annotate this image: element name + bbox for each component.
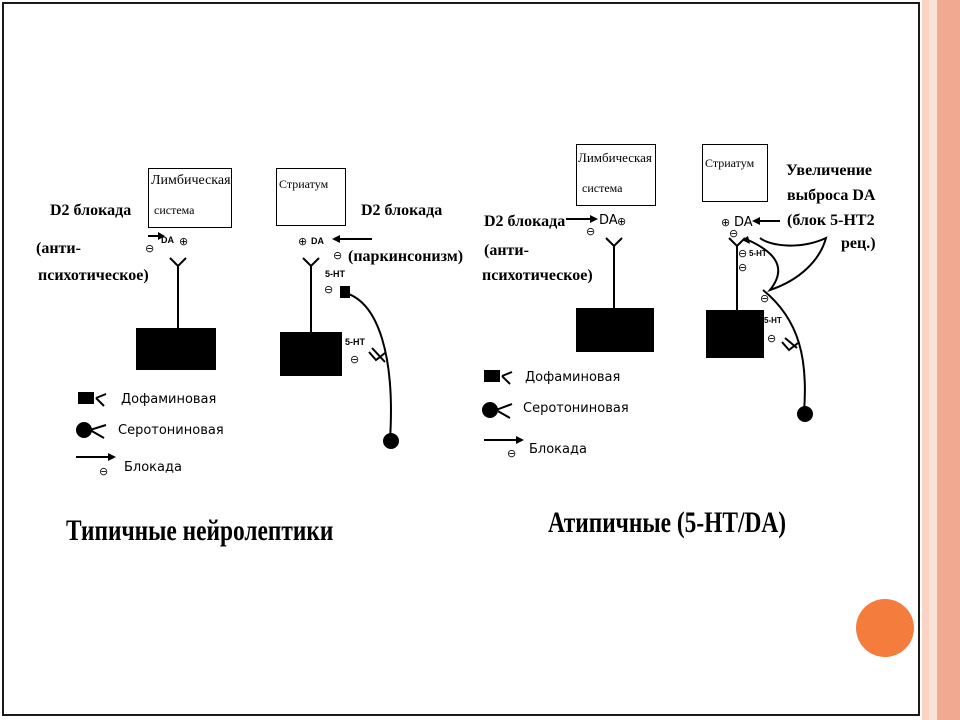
right-d2-inhibit-symbol: ⊖: [586, 225, 596, 238]
left-5ht-bottom-inhibit: ⊖: [350, 353, 360, 366]
right-limbic-box: [576, 144, 656, 206]
right-limbic-label-1: Лимбическая: [578, 150, 652, 165]
left-limbic-label-1: Лимбическая: [151, 173, 231, 188]
right-striatum-box: [702, 144, 768, 202]
left-legend-serotonin-receptor: [89, 424, 107, 439]
right-striatum-da-label: DA: [734, 215, 753, 230]
left-excite-symbol: ⊕: [179, 235, 189, 248]
right-antipsychotic-line-2: психотическое): [482, 267, 593, 284]
right-striatum-neuron-body: [706, 310, 764, 358]
left-5ht-terminal: [341, 291, 392, 441]
left-legend-inhibit-symbol: ⊖: [99, 465, 109, 478]
left-striatum-da-label: DA: [311, 236, 324, 246]
right-increase-line-3: (блок 5-НТ2: [787, 212, 875, 229]
left-striatum-neuron-body: [280, 332, 342, 376]
left-limbic-neuron-body: [136, 328, 216, 370]
right-5ht-receptor: [781, 341, 799, 352]
right-increase-line-2: выброса DA: [787, 187, 876, 204]
left-antipsychotic-line-2: психотическое): [38, 267, 149, 284]
right-limbic-receptor: [605, 237, 623, 248]
right-legend-arrowhead: [516, 436, 524, 444]
right-striatum-inhibit-symbol: ⊖: [729, 227, 739, 240]
left-striatum-box: [276, 168, 346, 226]
right-d2-blockade-label: D2 блокада: [484, 213, 566, 230]
left-5ht-soma: [383, 433, 399, 449]
right-legend-serotonin-receptor: [495, 403, 513, 419]
left-parkinsonism-label: (паркинсонизм): [348, 248, 464, 265]
right-striatum-label: Стриатум: [705, 156, 755, 170]
left-striatum-excite-symbol: ⊕: [298, 235, 308, 248]
right-5ht-top-inhibit: ⊖: [738, 247, 748, 260]
left-d2-blockade-label: D2 блокада: [50, 202, 132, 219]
left-d2-arrowhead: [332, 235, 340, 243]
left-5ht-receptor: [368, 351, 386, 362]
right-increase-line-1: Увеличение: [786, 162, 873, 179]
slide-frame: [2, 2, 920, 716]
right-da-label: DA: [599, 213, 618, 228]
decor-stripe-dark: [937, 0, 960, 720]
decor-stripe-light: [922, 0, 929, 720]
right-limbic-label-2: система: [582, 181, 623, 195]
typical-title: Типичные нейролептики: [66, 514, 334, 547]
right-increase-line-4: рец.): [841, 235, 876, 252]
right-legend-serotonin-label: Серотониновая: [523, 401, 629, 416]
left-da-label: DA: [161, 235, 174, 245]
left-legend-dopamine-symbol: [78, 392, 94, 404]
right-da-excite-symbol: ⊕: [617, 215, 627, 228]
right-legend-blockade-label: Блокада: [529, 442, 587, 457]
right-limbic-neuron-body: [576, 308, 654, 352]
left-antipsychotic-line-1: (анти-: [36, 240, 81, 257]
decor-orange-circle: [856, 599, 914, 657]
left-parkinson-inhibit-symbol: ⊖: [333, 249, 343, 262]
right-legend-dopamine-symbol: [484, 370, 500, 382]
left-inhibit-symbol: ⊖: [145, 242, 155, 255]
right-legend-dopamine-receptor: [501, 371, 513, 385]
right-loop-arrowhead: [742, 236, 750, 244]
left-legend-serotonin-label: Серотониновая: [118, 423, 224, 438]
right-5ht-mid-inhibit: ⊖: [738, 261, 748, 274]
left-limbic-box: [148, 168, 232, 228]
left-5ht-bouton: [340, 286, 350, 298]
left-limbic-label-2: система: [154, 203, 195, 217]
left-limbic-receptor: [169, 257, 187, 268]
right-release-loop: [747, 236, 828, 293]
left-5ht-top-inhibit: ⊖: [324, 283, 334, 296]
right-5ht-terminal: [762, 289, 806, 413]
decor-stripe-mid: [929, 0, 937, 720]
left-5ht-top-label: 5-HT: [325, 269, 345, 279]
left-legend-dopamine-label: Дофаминовая: [121, 392, 217, 407]
right-5ht-bottom-label: 5-HT: [764, 316, 782, 325]
left-striatum-receptor: [302, 257, 320, 268]
right-5ht-soma: [797, 406, 813, 422]
left-legend-arrowhead: [108, 453, 116, 461]
left-striatum-label: Стриатум: [279, 177, 329, 191]
right-5ht-low-inhibit: ⊖: [760, 292, 770, 305]
right-legend-serotonin-symbol: [482, 402, 498, 418]
right-increase-arrowhead: [752, 217, 760, 225]
right-d2-blockade-typical-label: D2 блокада: [361, 202, 443, 219]
left-5ht-bottom-label: 5-HT: [345, 337, 365, 347]
right-legend-dopamine-label: Дофаминовая: [525, 370, 621, 385]
right-legend-inhibit-symbol: ⊖: [507, 447, 517, 460]
right-striatum-excite-symbol: ⊕: [721, 216, 731, 229]
right-5ht-bottom-inhibit: ⊖: [767, 332, 777, 345]
left-legend-blockade-label: Блокада: [124, 460, 182, 475]
right-5ht-top-label: 5-HT: [749, 249, 767, 258]
left-5ht-branch: [371, 347, 386, 363]
left-legend-serotonin-symbol: [76, 422, 92, 438]
atypical-title: Атипичные (5-HT/DA): [548, 506, 787, 539]
left-blockade-arrowhead: [158, 232, 165, 240]
left-legend-dopamine-receptor: [95, 393, 107, 407]
right-antipsychotic-line-1: (анти-: [484, 242, 529, 259]
right-d2-arrowhead: [590, 215, 598, 223]
